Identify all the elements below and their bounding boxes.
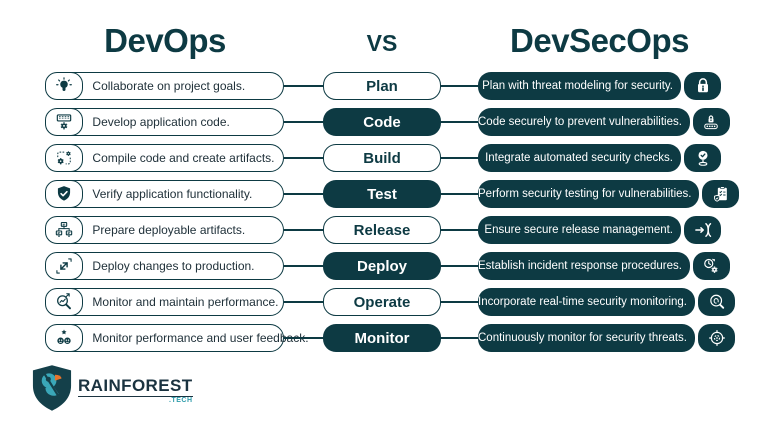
checklist-shield-icon xyxy=(702,180,740,208)
vs-label: VS xyxy=(366,30,398,56)
devsecops-text: Perform security testing for vulnerabili… xyxy=(478,180,700,208)
location-check-icon xyxy=(684,144,721,172)
devsecops-item-plan: Plan with threat modeling for security. xyxy=(478,72,721,100)
devops-item-plan: Collaborate on project goals. xyxy=(45,72,284,100)
devsecops-text: Integrate automated security checks. xyxy=(478,144,681,172)
rainforest-shield-icon xyxy=(30,363,74,418)
users-star-icon xyxy=(45,324,84,352)
devsecops-text: Establish incident response procedures. xyxy=(478,252,690,280)
pipeline-gears-icon xyxy=(45,144,84,172)
row-build: Compile code and create artifacts. Build… xyxy=(0,144,768,172)
row-deploy: Deploy changes to production. Deploy Est… xyxy=(0,252,768,280)
connector-line xyxy=(441,121,478,123)
connector-line xyxy=(284,337,323,339)
stage-label: Monitor xyxy=(354,329,410,347)
stage-label: Build xyxy=(363,149,401,167)
logo-name: RAINFOREST xyxy=(78,376,193,397)
devops-text: Prepare deployable artifacts. xyxy=(92,223,246,237)
devsecops-item-test: Perform security testing for vulnerabili… xyxy=(478,180,740,208)
connector-line xyxy=(284,301,323,303)
logo-tld: .TECH xyxy=(169,396,193,404)
stage-label: Plan xyxy=(366,77,398,95)
row-monitor: Monitor performance and user feedback. M… xyxy=(0,324,768,352)
devsecops-item-monitor: Continuously monitor for security threat… xyxy=(478,324,736,352)
password-lock-icon xyxy=(692,108,730,136)
lightbulb-icon xyxy=(45,72,84,100)
keyboard-gear-icon xyxy=(45,108,84,136)
row-test: Verify application functionality. Test P… xyxy=(0,180,768,208)
connector-line xyxy=(441,265,478,267)
devops-text: Monitor and maintain performance. xyxy=(92,295,279,309)
connector-line xyxy=(284,193,323,195)
connector-line xyxy=(441,337,478,339)
stage-pill-code: Code xyxy=(323,108,441,136)
devops-item-operate: Monitor and maintain performance. xyxy=(45,288,284,316)
connector-line xyxy=(284,229,323,231)
stage-pill-test: Test xyxy=(323,180,441,208)
fingerprint-search-icon xyxy=(698,288,735,316)
connector-line xyxy=(441,157,478,159)
time-gear-icon xyxy=(692,252,730,280)
stage-label: Code xyxy=(363,113,401,131)
rainforest-logo: RAINFOREST .TECH xyxy=(30,363,193,418)
connector-line xyxy=(284,85,323,87)
connector-line xyxy=(284,157,323,159)
pipeline-rows: Collaborate on project goals. Plan Plan … xyxy=(0,72,768,352)
devops-text: Compile code and create artifacts. xyxy=(92,151,275,165)
devops-text: Monitor performance and user feedback. xyxy=(92,331,309,345)
devops-text: Develop application code. xyxy=(92,115,230,129)
devsecops-text: Continuously monitor for security threat… xyxy=(478,324,696,352)
devsecops-item-deploy: Establish incident response procedures. xyxy=(478,252,730,280)
stage-label: Release xyxy=(353,221,411,239)
stage-label: Operate xyxy=(353,293,411,311)
devops-text: Collaborate on project goals. xyxy=(92,79,246,93)
network-monitors-icon xyxy=(45,216,84,244)
row-code: Develop application code. Code Code secu… xyxy=(0,108,768,136)
connector-line xyxy=(441,301,478,303)
devops-item-build: Compile code and create artifacts. xyxy=(45,144,284,172)
magnifier-chart-icon xyxy=(45,288,84,316)
connector-line xyxy=(441,193,478,195)
stage-pill-release: Release xyxy=(323,216,441,244)
devsecops-text: Code securely to prevent vulnerabilities… xyxy=(478,108,690,136)
devops-item-release: Prepare deployable artifacts. xyxy=(45,216,284,244)
stage-label: Test xyxy=(367,185,397,203)
devops-item-deploy: Deploy changes to production. xyxy=(45,252,284,280)
devsecops-title: DevSecOps xyxy=(510,22,689,59)
stage-pill-deploy: Deploy xyxy=(323,252,441,280)
devsecops-item-build: Integrate automated security checks. xyxy=(478,144,721,172)
stage-pill-operate: Operate xyxy=(323,288,441,316)
stage-pill-build: Build xyxy=(323,144,441,172)
devops-text: Deploy changes to production. xyxy=(92,259,255,273)
devops-title: DevOps xyxy=(104,22,226,59)
devops-text: Verify application functionality. xyxy=(92,187,253,201)
connector-line xyxy=(284,265,323,267)
devsecops-item-code: Code securely to prevent vulnerabilities… xyxy=(478,108,730,136)
stage-pill-plan: Plan xyxy=(323,72,441,100)
exchange-arrows-icon xyxy=(45,252,84,280)
devsecops-item-release: Ensure secure release management. xyxy=(478,216,721,244)
devops-item-monitor: Monitor performance and user feedback. xyxy=(45,324,309,352)
stage-label: Deploy xyxy=(356,257,407,275)
shield-check-icon xyxy=(45,180,84,208)
devsecops-text: Incorporate real-time security monitorin… xyxy=(478,288,695,316)
row-operate: Monitor and maintain performance. Operat… xyxy=(0,288,768,316)
devsecops-item-operate: Incorporate real-time security monitorin… xyxy=(478,288,735,316)
connector-line xyxy=(284,121,323,123)
devsecops-text: Ensure secure release management. xyxy=(478,216,681,244)
devsecops-text: Plan with threat modeling for security. xyxy=(478,72,681,100)
row-plan: Collaborate on project goals. Plan Plan … xyxy=(0,72,768,100)
merge-arrow-icon xyxy=(684,216,721,244)
stage-pill-monitor: Monitor xyxy=(323,324,441,352)
lock-icon xyxy=(684,72,721,100)
connector-line xyxy=(441,85,478,87)
devops-item-test: Verify application functionality. xyxy=(45,180,284,208)
row-release: Prepare deployable artifacts. Release En… xyxy=(0,216,768,244)
radar-icon xyxy=(698,324,736,352)
connector-line xyxy=(441,229,478,231)
devops-item-code: Develop application code. xyxy=(45,108,284,136)
